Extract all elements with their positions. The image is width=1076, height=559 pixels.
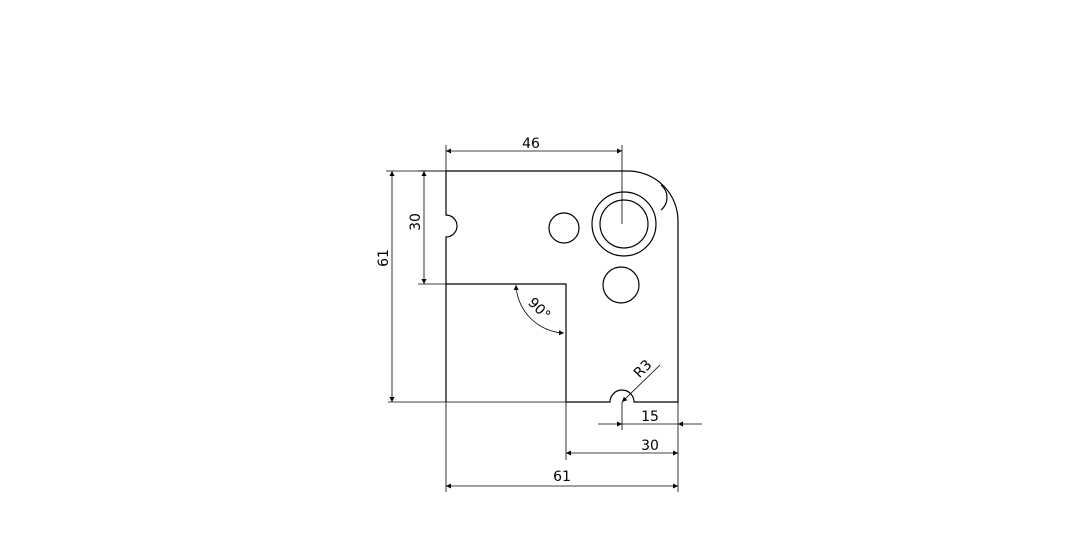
- angle-90-arc: [513, 284, 565, 336]
- dim-61-h-label: 61: [553, 469, 571, 485]
- angle-90-label: 90°: [524, 295, 553, 324]
- dim-30b-label: 30: [641, 438, 659, 454]
- r3-leader: [621, 364, 661, 403]
- lower-hole: [602, 266, 640, 304]
- counterbore-inner: [599, 199, 649, 249]
- dim-15-label: 15: [641, 409, 659, 425]
- dim-61-v-label: 61: [376, 249, 392, 267]
- small-hole: [548, 212, 580, 244]
- part-outline: [445, 170, 679, 403]
- counterbore-outer: [591, 191, 657, 257]
- dim-30-label: 30: [408, 213, 424, 231]
- corner-relief-arc: [660, 184, 668, 211]
- dim-46-label: 46: [522, 136, 540, 152]
- r3-label: R3: [631, 357, 655, 381]
